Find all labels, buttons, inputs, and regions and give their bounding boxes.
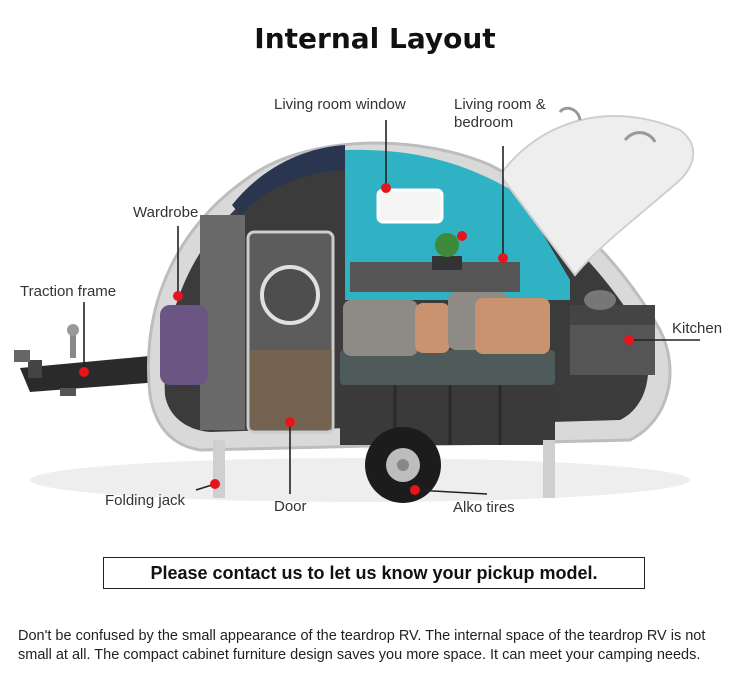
living-room-window bbox=[378, 190, 442, 222]
marker-wardrobe bbox=[173, 291, 183, 301]
marker-door bbox=[285, 417, 295, 427]
folding-jack-rear bbox=[213, 440, 225, 498]
storage-cabinet bbox=[340, 385, 555, 445]
marker-living-room-window bbox=[381, 183, 391, 193]
label-living-room-bedroom-line1: Living room & bbox=[454, 96, 546, 114]
traction-frame bbox=[14, 324, 160, 396]
marker-folding-jack bbox=[210, 479, 220, 489]
marker-alko-tires bbox=[410, 485, 420, 495]
marker-kitchen bbox=[624, 335, 634, 345]
folding-jack-front bbox=[543, 440, 555, 498]
marker-traction-frame bbox=[79, 367, 89, 377]
description-text: Don't be confused by the small appearanc… bbox=[18, 627, 730, 665]
label-alko-tires: Alko tires bbox=[453, 499, 515, 517]
label-wardrobe: Wardrobe bbox=[133, 204, 198, 222]
hanging-clothes bbox=[160, 305, 208, 385]
marker-extra bbox=[457, 231, 467, 241]
door-porthole bbox=[262, 267, 318, 323]
label-folding-jack: Folding jack bbox=[105, 492, 185, 510]
label-living-room-bedroom-line2: bedroom bbox=[454, 114, 513, 132]
label-living-room-window: Living room window bbox=[274, 96, 406, 114]
label-traction-frame: Traction frame bbox=[20, 283, 116, 301]
label-kitchen: Kitchen bbox=[672, 320, 722, 338]
marker-living-room-bedroom bbox=[498, 253, 508, 263]
cushion bbox=[343, 300, 418, 356]
pickup-model-notice: Please contact us to let us know your pi… bbox=[103, 557, 645, 589]
kitchen-counter bbox=[570, 305, 655, 325]
cushion bbox=[475, 298, 550, 354]
label-door: Door bbox=[274, 498, 307, 516]
cushion bbox=[415, 303, 450, 353]
pot bbox=[584, 290, 616, 310]
teardrop-rv-illustration bbox=[0, 0, 750, 540]
